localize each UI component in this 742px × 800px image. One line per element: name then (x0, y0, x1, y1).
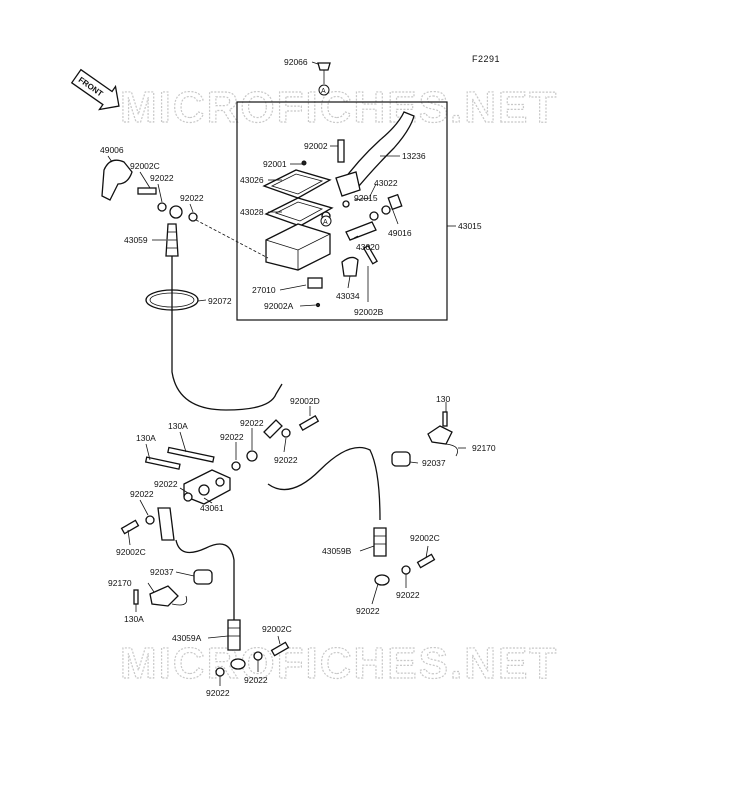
label-43015: 43015 (458, 221, 482, 231)
label-130-right: 130 (436, 394, 450, 404)
label-92002C-right: 92002C (410, 533, 440, 543)
label-43026: 43026 (240, 175, 264, 185)
label-92015: 92015 (354, 193, 378, 203)
bracket-92170-left (149, 585, 179, 607)
hose-end-43059A (227, 619, 241, 651)
label-130A-bottom: 130A (124, 614, 144, 624)
label-92002D: 92002D (290, 396, 320, 406)
label-92002A-top: 92002A (264, 301, 294, 311)
bolt-92002C (137, 187, 157, 195)
piston-kit (342, 193, 403, 241)
label-92002-top: 92002 (304, 141, 328, 151)
ref-marker-a-inner: A (320, 215, 332, 227)
grommet-92037-left (193, 569, 213, 585)
label-92001: 92001 (263, 159, 287, 169)
label-92037-left: 92037 (150, 567, 174, 577)
label-92037-right: 92037 (422, 458, 446, 468)
brake-hose-right (267, 446, 381, 521)
label-92022-h: 92022 (356, 606, 380, 616)
label-92022-a: 92022 (150, 173, 174, 183)
front-arrow-icon: FRONT (70, 68, 120, 111)
svg-text:A: A (321, 88, 326, 95)
cover-43026 (262, 169, 332, 199)
label-130A-mid: 130A (168, 421, 188, 431)
diaphragm-43028 (264, 197, 334, 227)
cap-92066 (317, 62, 331, 84)
grommet-92037-right (391, 451, 411, 467)
label-43028: 43028 (240, 207, 264, 217)
label-92022-j: 92022 (244, 675, 268, 685)
label-92022-d: 92022 (220, 432, 244, 442)
bolt-92002C-lower (120, 519, 140, 535)
label-92170-left: 92170 (108, 578, 132, 588)
assembly-frame-43015 (236, 101, 448, 321)
bolt-130 (442, 411, 448, 427)
label-43059B: 43059B (322, 546, 352, 556)
drawing-code: F2291 (472, 54, 500, 64)
label-43034: 43034 (336, 291, 360, 301)
label-92022-k: 92022 (206, 688, 230, 698)
label-43059A: 43059A (172, 633, 202, 643)
hose-end-lower-left (157, 507, 175, 541)
bolt-92002 (337, 139, 345, 163)
leader-lines (107, 61, 466, 686)
label-92022-f: 92022 (154, 479, 178, 489)
bolt-130A-left (133, 589, 139, 605)
bolt-92002C-bottom (270, 641, 290, 657)
label-92002C-lower: 92002C (116, 547, 146, 557)
bolt-130A-b (167, 446, 215, 463)
label-49016: 49016 (388, 228, 412, 238)
label-43022: 43022 (374, 178, 398, 188)
watermark-top: MICROFICHES.NET (120, 83, 558, 132)
label-92022-c: 92022 (240, 418, 264, 428)
bracket-92170-right (427, 425, 453, 445)
label-43020: 43020 (356, 242, 380, 252)
label-92002C-bottom: 92002C (262, 624, 292, 634)
ref-marker-a-top: A (318, 84, 330, 96)
bolt-92002D (298, 415, 320, 431)
label-92022-e: 92022 (274, 455, 298, 465)
pivot-bracket (335, 171, 361, 197)
brake-hose-upper (171, 256, 283, 411)
label-92022-b: 92022 (180, 193, 204, 203)
bolt-130A-a (144, 456, 181, 470)
screw-92001 (301, 160, 307, 166)
bolt-92002C-right (416, 553, 436, 569)
label-92022-g: 92022 (130, 489, 154, 499)
label-43061: 43061 (200, 503, 224, 513)
label-130A-left: 130A (136, 433, 156, 443)
watermark-bottom: MICROFICHES.NET (120, 639, 558, 688)
label-92002C-left: 92002C (130, 161, 160, 171)
brake-hose-lower (175, 539, 235, 620)
label-92072: 92072 (208, 296, 232, 306)
clamp-43034 (341, 256, 359, 277)
label-92066: 92066 (284, 57, 308, 67)
bolt-92002B (362, 244, 378, 265)
master-cylinder-body (265, 223, 331, 271)
label-92022-i: 92022 (396, 590, 420, 600)
switch-27010 (307, 277, 323, 289)
lever-13236 (339, 111, 415, 193)
joint-43061 (183, 469, 231, 505)
label-27010: 27010 (252, 285, 276, 295)
label-13236: 13236 (402, 151, 426, 161)
label-92170-right: 92170 (472, 443, 496, 453)
label-43059: 43059 (124, 235, 148, 245)
label-49006: 49006 (100, 145, 124, 155)
boot-49006 (101, 159, 133, 201)
label-92002B: 92002B (354, 307, 384, 317)
svg-text:A: A (323, 219, 328, 226)
hose-end-43059B (373, 527, 387, 557)
